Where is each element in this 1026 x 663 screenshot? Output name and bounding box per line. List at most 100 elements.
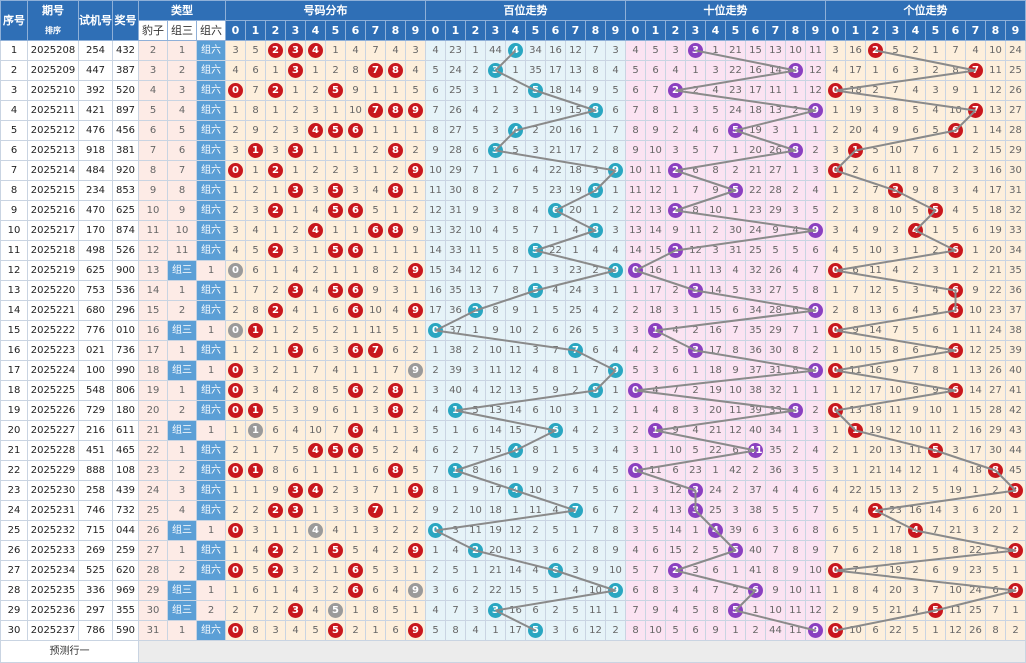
- shi-cell: 2: [665, 560, 686, 581]
- ge-cell: 6: [945, 280, 966, 301]
- shi-cell: 2: [785, 180, 806, 201]
- dist-ball: 2: [268, 243, 283, 258]
- ge-ball: 1: [848, 423, 863, 438]
- shi-cell: 10: [645, 620, 666, 641]
- bai-ball: 8: [588, 223, 603, 238]
- shi-cell: 5: [785, 240, 806, 261]
- ge-cell: 9: [905, 180, 926, 201]
- row-zusan: 2: [167, 460, 197, 481]
- row-issue: 2025234: [27, 560, 79, 581]
- dist-ball: 7: [368, 503, 383, 518]
- dist-cell: 1: [405, 120, 426, 141]
- row-prize: 897: [112, 100, 139, 121]
- bai-cell: 2: [585, 420, 606, 441]
- dist-cell: 9: [265, 480, 286, 501]
- shi-cell: 3: [665, 300, 686, 321]
- bai-cell: 5: [605, 460, 626, 481]
- shi-cell: 2: [625, 420, 646, 441]
- shi-ball: 5: [728, 543, 743, 558]
- shi-cell: 10: [785, 40, 806, 61]
- row-ticket: 451: [78, 440, 113, 461]
- dist-cell: 1: [365, 80, 386, 101]
- bai-cell: 2: [465, 300, 486, 321]
- ge-cell: 24: [965, 580, 986, 601]
- ge-cell: 4: [905, 300, 926, 321]
- dist-cell: 3: [245, 380, 266, 401]
- dist-digit-1: 1: [245, 20, 266, 41]
- shi-cell: 2: [665, 280, 686, 301]
- shi-cell: 15: [665, 540, 686, 561]
- row-zusan: 5: [167, 120, 197, 141]
- row-baozi: 12: [138, 240, 168, 261]
- ge-ball: 0: [828, 403, 843, 418]
- dist-cell: 6: [345, 580, 366, 601]
- shi-cell: 2: [785, 440, 806, 461]
- sort-toggle[interactable]: 排序: [45, 26, 61, 35]
- dist-cell: 3: [385, 280, 406, 301]
- ge-cell: 5: [825, 500, 846, 521]
- bai-cell: 7: [605, 500, 626, 521]
- bai-cell: 9: [465, 200, 486, 221]
- dist-cell: 2: [305, 260, 326, 281]
- row-zusan: 7: [167, 160, 197, 181]
- dist-cell: 3: [285, 180, 306, 201]
- bai-cell: 21: [485, 560, 506, 581]
- row-baozi: 31: [138, 620, 168, 641]
- ge-cell: 33: [1005, 220, 1026, 241]
- ge-ball: 5: [928, 443, 943, 458]
- row-zuliu: 1: [196, 360, 226, 381]
- bai-cell: 1: [525, 300, 546, 321]
- shi-cell: 10: [765, 600, 786, 621]
- ge-cell: 6: [985, 580, 1006, 601]
- dist-cell: 2: [245, 180, 266, 201]
- dist-cell: 2: [265, 560, 286, 581]
- ge-cell: 0: [825, 400, 846, 421]
- shi-cell: 7: [725, 320, 746, 341]
- shi-ball: 5: [728, 603, 743, 618]
- shi-ball: 1: [648, 423, 663, 438]
- dist-ball: 8: [388, 103, 403, 118]
- dist-cell: 2: [265, 40, 286, 61]
- row-zusan: 2: [167, 300, 197, 321]
- dist-cell: 2: [265, 300, 286, 321]
- ge-cell: 11: [925, 420, 946, 441]
- forecast-row-label[interactable]: 预测行一: [0, 640, 139, 663]
- dist-cell: 4: [365, 540, 386, 561]
- dist-cell: 2: [245, 500, 266, 521]
- ge-cell: 1: [925, 620, 946, 641]
- row-baozi: 2: [138, 40, 168, 61]
- ge-cell: 2: [825, 200, 846, 221]
- shi-cell: 11: [685, 260, 706, 281]
- shi-ball: 9: [808, 303, 823, 318]
- ge-cell: 4: [945, 460, 966, 481]
- bai-cell: 17: [485, 480, 506, 501]
- ge-cell: 18: [965, 460, 986, 481]
- dist-ball: 9: [408, 543, 423, 558]
- shi-cell: 10: [645, 140, 666, 161]
- row-zusan: 2: [167, 560, 197, 581]
- bai-cell: 4: [525, 200, 546, 221]
- bai-cell: 4: [525, 160, 546, 181]
- dist-cell: 1: [265, 580, 286, 601]
- dist-cell: 8: [385, 220, 406, 241]
- col-issue[interactable]: 期号排序: [27, 0, 79, 41]
- shi-digit-5: 5: [725, 20, 746, 41]
- ge-cell: 5: [905, 620, 926, 641]
- ge-cell: 10: [865, 240, 886, 261]
- bai-cell: 18: [565, 160, 586, 181]
- shi-cell: 6: [645, 60, 666, 81]
- bai-cell: 34: [525, 40, 546, 61]
- dist-cell: 1: [385, 240, 406, 261]
- ge-cell: 6: [845, 260, 866, 281]
- bai-ball: 8: [588, 383, 603, 398]
- dist-cell: 1: [285, 360, 306, 381]
- ge-cell: 3: [905, 280, 926, 301]
- dist-cell: 2: [265, 240, 286, 261]
- dist-cell: 9: [245, 120, 266, 141]
